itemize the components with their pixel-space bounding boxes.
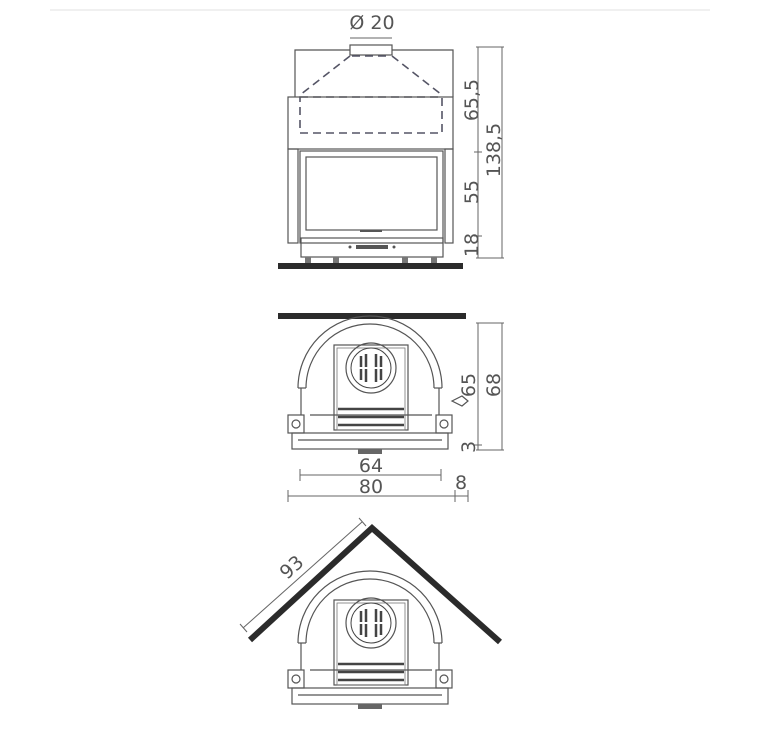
depth-label: 68 bbox=[483, 373, 505, 397]
corner-view: 93 bbox=[239, 517, 502, 711]
corner-plan-outline bbox=[286, 569, 454, 711]
air-vent bbox=[356, 245, 388, 249]
flue-collar bbox=[349, 44, 393, 56]
top-view: 65 68 3 64 80 8 bbox=[278, 313, 505, 502]
diagonal-dim-line bbox=[242, 521, 363, 629]
outer-casing-left bbox=[294, 49, 350, 97]
door-frame bbox=[299, 150, 444, 244]
total-height-label: 138,5 bbox=[483, 123, 505, 177]
side-width-label: 8 bbox=[455, 472, 467, 494]
gap-label: 3 bbox=[458, 441, 480, 453]
glass-window bbox=[305, 156, 438, 231]
hood-height-label: 65,5 bbox=[461, 79, 483, 121]
plan-outline bbox=[286, 314, 454, 456]
inner-width-label: 64 bbox=[359, 455, 383, 477]
front-view: Ø 20 65,5 138,5 55 18 bbox=[278, 12, 505, 269]
base-plinth bbox=[300, 237, 444, 258]
outer-width-label: 80 bbox=[359, 476, 383, 498]
floor-line bbox=[278, 263, 463, 269]
hood-chamber-dashed bbox=[299, 96, 443, 134]
offset-label: 65 bbox=[458, 373, 480, 397]
hood-dashed bbox=[299, 55, 443, 96]
air-intake bbox=[450, 395, 469, 407]
upper-body bbox=[287, 96, 454, 150]
diagonal-label: 93 bbox=[276, 551, 309, 584]
door-height-label: 55 bbox=[461, 180, 483, 204]
flue-diameter-label: Ø 20 bbox=[349, 12, 394, 34]
base-height-label: 18 bbox=[461, 233, 483, 257]
corner-walls bbox=[247, 523, 502, 645]
outer-casing-right bbox=[392, 49, 454, 97]
